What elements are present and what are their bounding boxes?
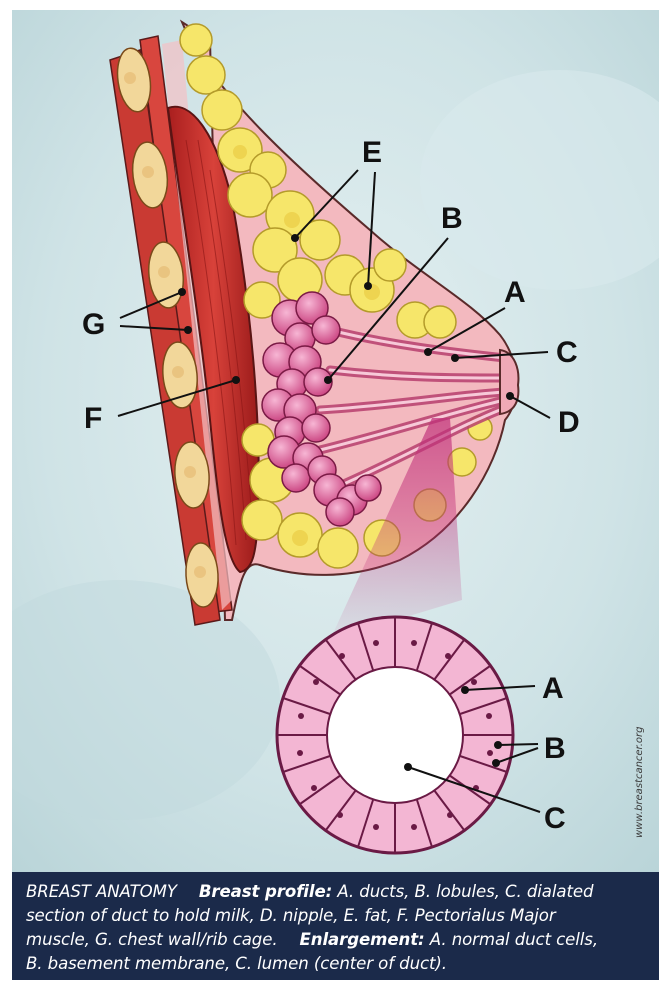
label-g: G <box>82 308 105 341</box>
label-a: A <box>504 276 526 309</box>
caption-profile-text-2: section of duct to hold milk, D. nipple,… <box>26 906 556 925</box>
source-credit: www.breastcancer.org <box>634 726 645 838</box>
label-d: D <box>558 406 580 439</box>
caption-enlargement-title: Enlargement: <box>300 930 425 949</box>
label-f: F <box>84 402 102 435</box>
label-e: E <box>362 136 382 169</box>
enlargement-label-a: A <box>542 672 564 705</box>
enlargement-label-c: C <box>544 802 566 835</box>
breast-anatomy-illustration: E B A C G F D A B C <box>12 10 659 872</box>
caption-profile-title: Breast profile: <box>199 882 332 901</box>
caption-enlargement-text-1: A. normal duct cells, <box>430 930 598 949</box>
caption-profile-text-3: muscle, G. chest wall/rib cage. <box>26 930 278 949</box>
caption-enlargement-text-2: B. basement membrane, C. lumen (center o… <box>26 954 447 973</box>
label-c: C <box>556 336 578 369</box>
caption-heading: BREAST ANATOMY <box>26 882 177 901</box>
duct-cross-section <box>277 617 513 853</box>
figure-caption: BREAST ANATOMY Breast profile: A. ducts, … <box>12 872 659 980</box>
label-b: B <box>441 202 463 235</box>
caption-profile-text-1: A. ducts, B. lobules, C. dialated <box>337 882 593 901</box>
enlargement-label-b: B <box>544 732 566 765</box>
